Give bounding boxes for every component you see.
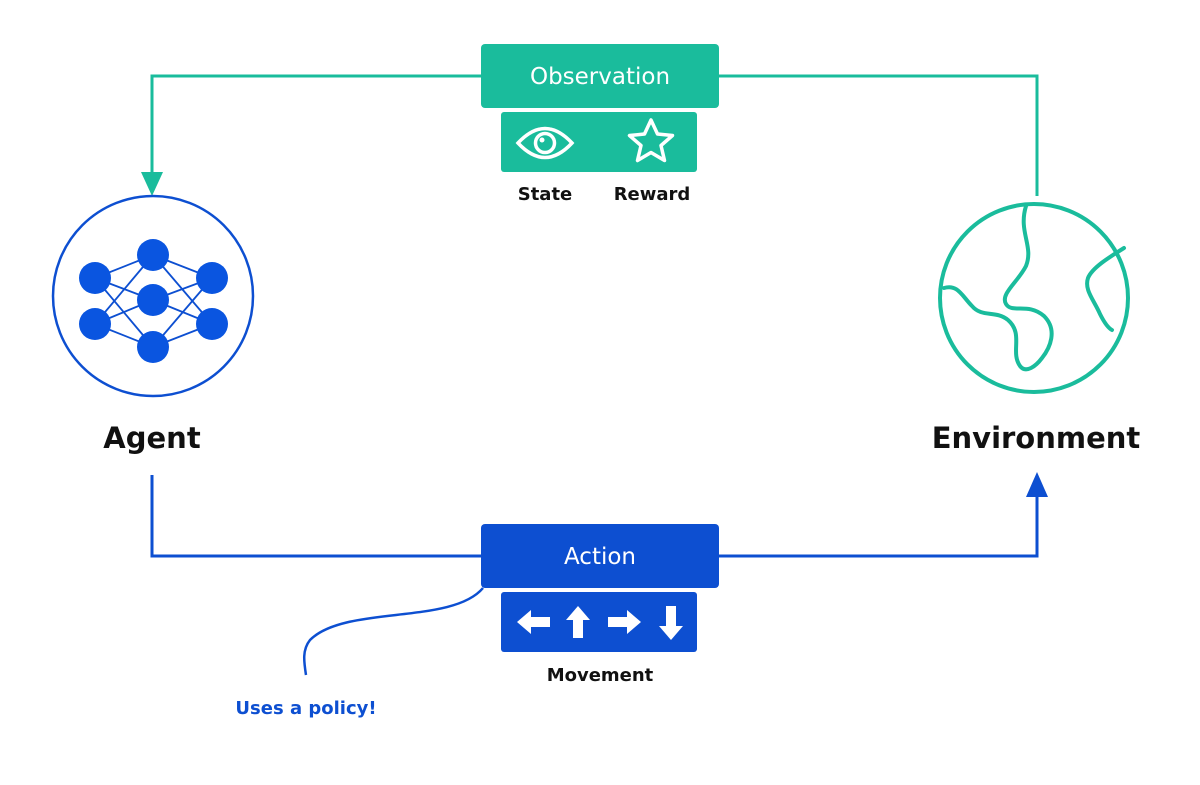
eye-icon [515,126,575,160]
observation-icons-panel [501,112,697,172]
agent-label: Agent [103,421,201,455]
environment-label: Environment [932,421,1141,455]
arrow-right-icon [608,610,641,634]
observation-line-right [718,74,1039,196]
reward-label: Reward [614,184,691,205]
action-arrowhead [1026,472,1048,497]
policy-connector-curve [303,587,484,676]
arrow-up-icon [566,606,590,638]
state-label: State [518,184,573,205]
observation-arrowhead [141,172,163,196]
observation-connector [141,74,1039,196]
arrow-left-icon [517,610,550,634]
action-line-left [150,475,481,558]
globe-icon [938,202,1130,394]
action-icons-panel [501,592,697,652]
action-line-right [718,492,1039,558]
neural-network-icon [51,194,255,398]
observation-label: Observation [530,64,670,90]
star-icon [627,118,675,163]
action-connector [150,472,1048,558]
action-label: Action [564,544,636,570]
policy-note: Uses a policy! [235,698,376,719]
agent-node [51,194,255,398]
observation-box: Observation [481,44,719,108]
observation-line-left [150,74,481,176]
action-box: Action [481,524,719,588]
environment-node [938,202,1130,394]
movement-label: Movement [547,665,654,686]
arrow-down-icon [659,606,683,640]
